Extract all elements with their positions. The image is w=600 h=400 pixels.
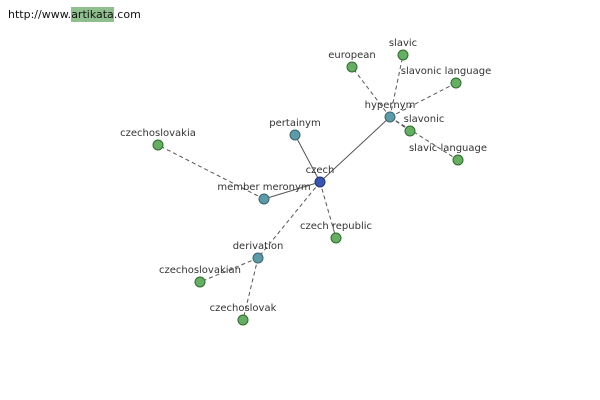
url-highlight: artikata: [71, 7, 114, 22]
european-label: european: [328, 50, 375, 61]
czech-node[interactable]: [314, 176, 326, 188]
derivation-label: derivation: [233, 241, 284, 252]
czechoslovak-node[interactable]: [237, 314, 249, 326]
hypernym-label: hypernym: [365, 100, 416, 111]
edge-czech-hypernym: [319, 116, 391, 183]
czechoslovakian-label: czechoslovakian: [159, 265, 241, 276]
czechoslovakia-label: czechoslovakia: [120, 128, 196, 139]
url-suffix: .com: [113, 8, 141, 21]
czech-label: czech: [306, 165, 335, 176]
edge-czech-member-meronym: [263, 181, 321, 200]
member-meronym-node[interactable]: [258, 193, 270, 205]
edge-czech-derivation: [257, 181, 321, 259]
edge-derivation-czechoslovak: [242, 257, 259, 321]
member-meronym-label: member meronym: [217, 182, 310, 193]
slavic-language-label: slavic language: [409, 143, 487, 154]
derivation-node[interactable]: [252, 252, 264, 264]
edge-hypernym-slavic: [389, 54, 404, 118]
pertainym-label: pertainym: [269, 118, 320, 129]
slavonic-language-label: slavonic language: [401, 66, 492, 77]
hypernym-node[interactable]: [384, 111, 396, 123]
european-node[interactable]: [346, 61, 358, 73]
edge-derivation-czechoslovakian: [199, 257, 259, 283]
slavic-label: slavic: [389, 38, 417, 49]
slavonic-label: slavonic: [404, 114, 445, 125]
edge-hypernym-european: [351, 66, 391, 118]
czech-republic-node[interactable]: [330, 232, 342, 244]
url-prefix: http://www.: [8, 8, 72, 21]
czechoslovakian-node[interactable]: [194, 276, 206, 288]
slavonic-language-node[interactable]: [450, 77, 462, 89]
slavic-language-node[interactable]: [452, 154, 464, 166]
edge-czech-pertainym: [294, 134, 321, 183]
edge-member-meronym-czechoslovakia: [157, 144, 265, 200]
czech-republic-label: czech republic: [300, 221, 372, 232]
czechoslovak-label: czechoslovak: [210, 303, 277, 314]
czechoslovakia-node[interactable]: [152, 139, 164, 151]
slavic-node[interactable]: [397, 49, 409, 61]
slavonic-node[interactable]: [404, 125, 416, 137]
pertainym-node[interactable]: [289, 129, 301, 141]
edge-czech-czech-republic: [319, 181, 337, 239]
url-text: http://www.artikata.com: [8, 7, 141, 22]
edge-hypernym-slavonic-language: [389, 82, 457, 118]
